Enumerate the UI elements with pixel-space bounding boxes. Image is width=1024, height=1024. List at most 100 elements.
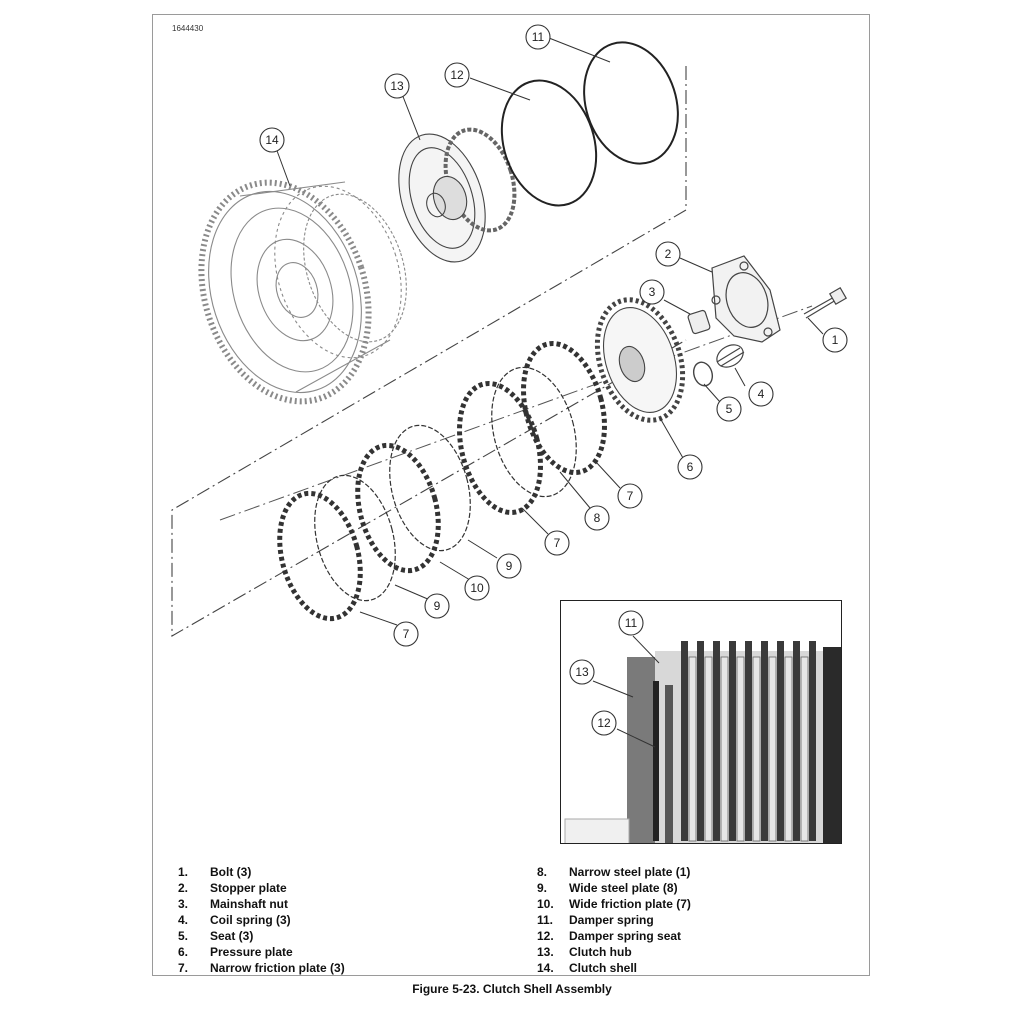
- svg-text:6: 6: [687, 460, 694, 474]
- svg-text:2: 2: [665, 247, 672, 261]
- bolt: [803, 286, 848, 319]
- legend-item: 3. Mainshaft nut: [178, 896, 345, 912]
- callout-7: 7: [393, 621, 419, 647]
- pressure-plate: [594, 297, 686, 423]
- callout-7: 7: [544, 530, 570, 556]
- legend-item: 6.Pressure plate: [178, 944, 345, 960]
- assembly-envelope-line: [171, 66, 687, 637]
- legend-item: 11. Damper spring: [537, 912, 691, 928]
- legend-item-number: 11.: [537, 913, 554, 927]
- svg-text:12: 12: [597, 716, 611, 730]
- legend-item-label: Clutch shell: [569, 961, 638, 975]
- legend-item: 12. Damper spring seat: [537, 928, 691, 944]
- callout-7: 7: [617, 483, 643, 509]
- callout-12: 12: [444, 62, 470, 88]
- svg-text:12: 12: [450, 68, 464, 82]
- legend-item: 2.Stopper plate: [178, 880, 345, 896]
- svg-text:11: 11: [532, 30, 545, 44]
- legend-item-number: 10.: [537, 897, 554, 911]
- svg-text:3: 3: [649, 285, 656, 299]
- legend-item: 1. Bolt (3): [178, 864, 345, 880]
- callout-2: 2: [655, 241, 681, 267]
- svg-text:14: 14: [265, 133, 279, 147]
- inset-callout-12: 12: [591, 710, 617, 736]
- figure-id: 1644430: [172, 24, 204, 33]
- figure-caption: Figure 5-23. Clutch Shell Assembly: [412, 982, 612, 996]
- stopper-plate: [711, 255, 781, 343]
- legend-item-label: Narrow friction plate (3): [210, 961, 345, 975]
- legend-item-number: 1.: [178, 865, 189, 879]
- narrow-friction-plate: [457, 380, 543, 516]
- callout-8: 8: [584, 505, 610, 531]
- seat: [692, 361, 714, 387]
- svg-text:11: 11: [625, 616, 638, 630]
- legend-item-number: 5.: [178, 929, 189, 943]
- mainshaft-nut: [687, 309, 711, 335]
- legend-item: 8. Narrow steel plate (1): [537, 864, 691, 880]
- legend-item-number: 2.: [178, 881, 189, 895]
- callout-1: 1: [822, 327, 848, 353]
- legend-item: 13. Clutch hub: [537, 944, 691, 960]
- svg-text:8: 8: [594, 511, 601, 525]
- clutch-hub: [398, 127, 517, 263]
- clutch-plates: [277, 340, 607, 622]
- inset-callout-11: 11: [618, 610, 644, 636]
- legend-item-label: Wide steel plate (8): [569, 881, 678, 895]
- wide-steel-plate: [314, 474, 396, 602]
- legend-item-number: 12.: [537, 929, 554, 943]
- legend-item-number: 4.: [178, 913, 189, 927]
- legend-item-number: 7.: [178, 961, 189, 975]
- legend-item-number: 14.: [537, 961, 554, 975]
- leader-lines: [275, 37, 824, 626]
- svg-text:5: 5: [726, 402, 733, 416]
- svg-text:10: 10: [470, 581, 484, 595]
- inset-plate-stack: [681, 641, 816, 841]
- center-axis: [219, 305, 813, 521]
- callout-6: 6: [677, 454, 703, 480]
- legend-item-number: 13.: [537, 945, 554, 959]
- legend-item-label: Damper spring: [569, 913, 654, 927]
- legend-item-label: Wide friction plate (7): [569, 897, 691, 911]
- legend-item: 4. Coil spring (3): [178, 912, 345, 928]
- legend-item-label: Clutch hub: [569, 945, 632, 959]
- callout-5: 5: [716, 396, 742, 422]
- callout-13: 13: [384, 73, 410, 99]
- legend-item-number: 9.: [537, 881, 548, 895]
- callout-9: 9: [424, 593, 450, 619]
- legend-item: 14. Clutch shell: [537, 960, 691, 976]
- svg-text:4: 4: [758, 387, 765, 401]
- cutaway-detail-inset: 11 13 12: [560, 600, 842, 844]
- svg-text:7: 7: [627, 489, 634, 503]
- clutch-shell: [198, 179, 407, 405]
- legend-item-label: Mainshaft nut: [210, 897, 288, 911]
- wide-steel-plate: [389, 424, 471, 552]
- legend-item-number: 8.: [537, 865, 548, 879]
- legend-item-number: 3.: [178, 897, 189, 911]
- svg-text:9: 9: [434, 599, 441, 613]
- legend-item: 9. Wide steel plate (8): [537, 880, 691, 896]
- callout-10: 10: [464, 575, 490, 601]
- legend-item-label: Bolt (3): [210, 865, 252, 879]
- callout-11: 11: [525, 24, 551, 50]
- legend-item-label: Pressure plate: [210, 945, 293, 959]
- callout-3: 3: [639, 279, 665, 305]
- svg-text:1: 1: [832, 333, 839, 347]
- parts-legend-right: 8. Narrow steel plate (1) 9. Wide steel pla…: [537, 864, 691, 976]
- narrow-steel-plate: [491, 366, 577, 498]
- legend-item-label: Narrow steel plate (1): [569, 865, 691, 879]
- legend-item-label: Coil spring (3): [210, 913, 291, 927]
- wide-friction-plate: [355, 442, 441, 574]
- inset-callout-13: 13: [569, 659, 595, 685]
- coil-spring: [716, 344, 745, 368]
- legend-item: 10. Wide friction plate (7): [537, 896, 691, 912]
- callout-9: 9: [496, 553, 522, 579]
- svg-text:7: 7: [403, 627, 410, 641]
- svg-text:9: 9: [506, 559, 513, 573]
- svg-text:13: 13: [390, 79, 404, 93]
- svg-text:13: 13: [575, 665, 589, 679]
- legend-item-label: Seat (3): [210, 929, 254, 943]
- narrow-friction-plate: [277, 490, 363, 622]
- legend-item-label: Damper spring seat: [569, 929, 682, 943]
